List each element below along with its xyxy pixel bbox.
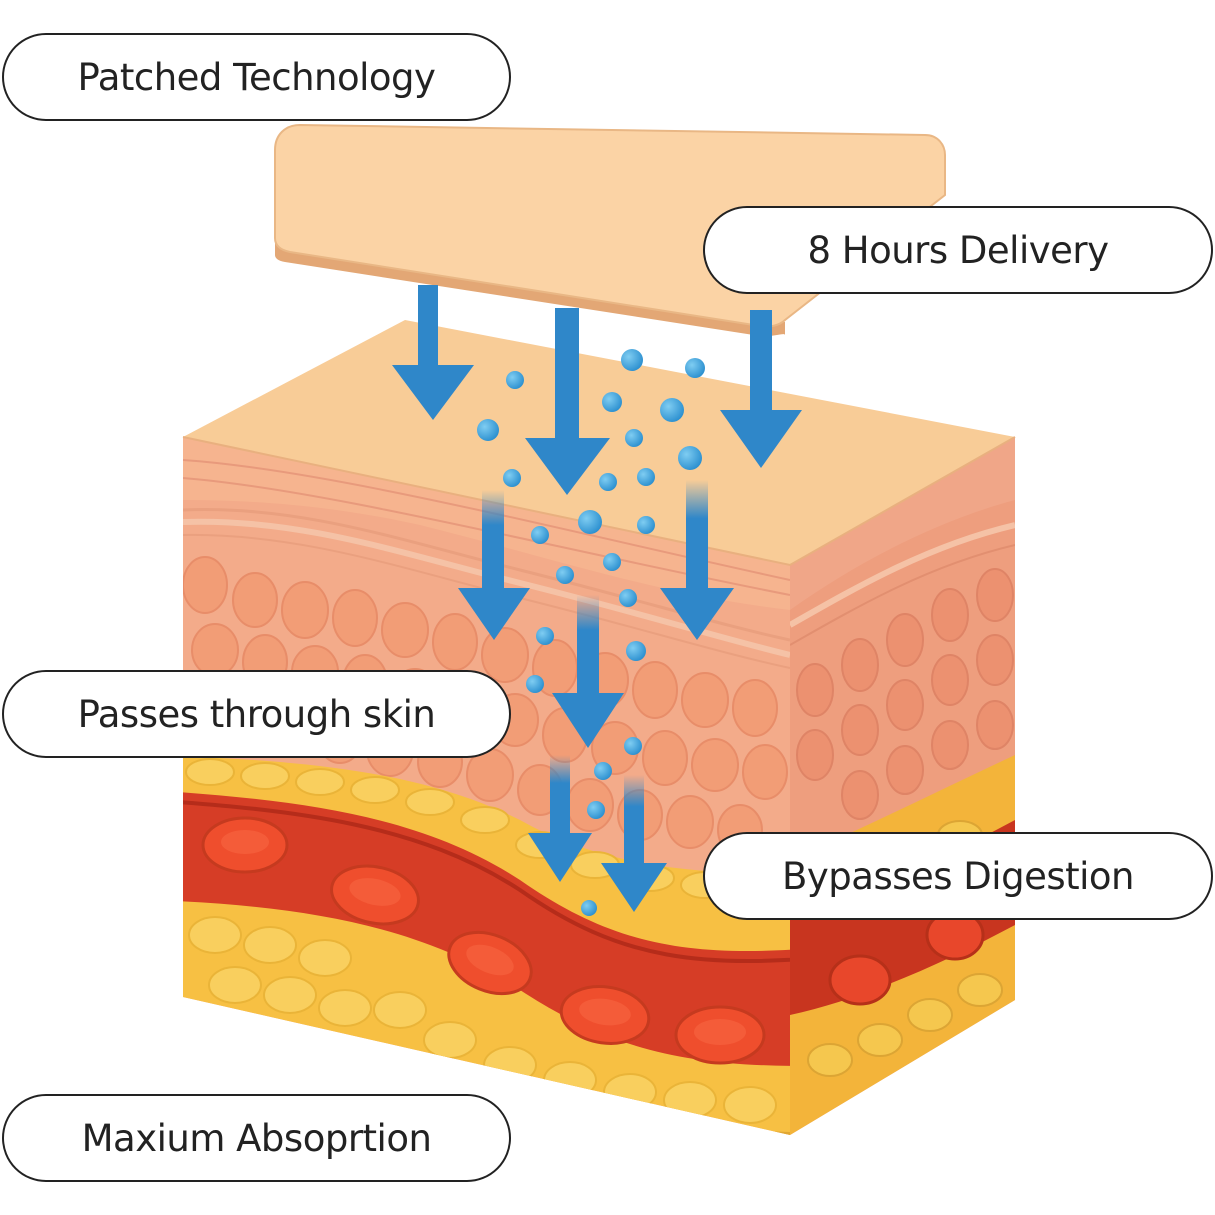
delivery-arrows	[392, 285, 802, 912]
side-face	[790, 437, 1015, 1135]
blood-vessel	[183, 790, 790, 1066]
label-patched-technology: Patched Technology	[2, 33, 511, 121]
label-passes-through-skin: Passes through skin	[2, 670, 511, 758]
arrow-down-icon	[601, 775, 667, 912]
arrow-down-icon	[392, 285, 474, 420]
arrow-down-icon	[525, 308, 610, 495]
arrow-down-icon	[528, 755, 592, 882]
arrow-down-icon	[660, 480, 734, 640]
arrow-down-icon	[458, 490, 530, 640]
label-bypasses-digestion: Bypasses Digestion	[703, 832, 1213, 920]
fat-cells-lower	[188, 916, 777, 1124]
active-particles	[477, 349, 705, 916]
arrow-down-icon	[552, 595, 624, 748]
arrow-down-icon	[720, 310, 802, 468]
label-delivery-duration: 8 Hours Delivery	[703, 206, 1213, 294]
label-absorption: Maxium Absoprtion	[2, 1094, 511, 1182]
